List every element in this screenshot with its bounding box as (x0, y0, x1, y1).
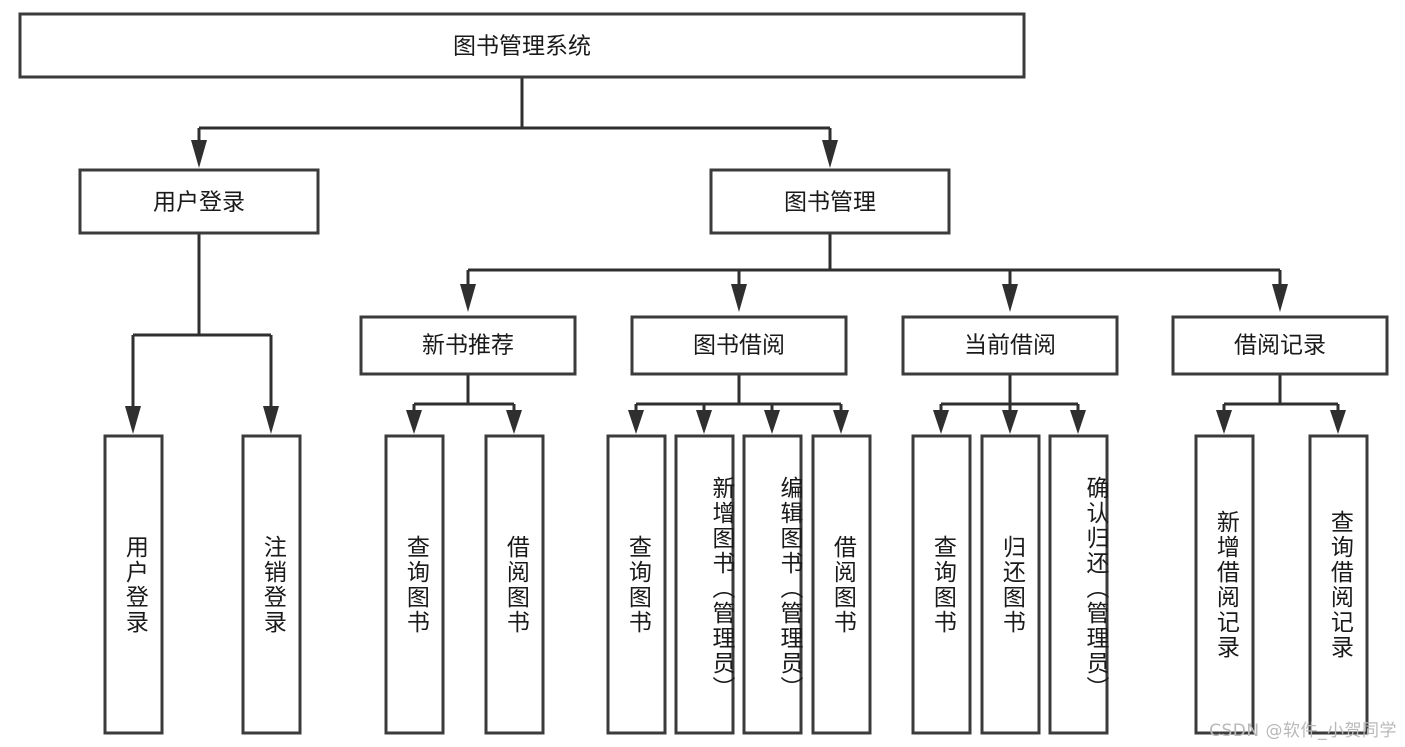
csdn-watermark: CSDN @软件_小贺同学 (1209, 721, 1397, 741)
arrowhead-leaf-user-login (125, 406, 141, 434)
node-leaf-user-login-box[interactable] (103, 434, 164, 735)
arrowhead-leaf-query-book-3 (933, 410, 949, 434)
node-book-borrow-box[interactable] (630, 315, 848, 376)
node-leaf-confirm-return-box[interactable] (1048, 434, 1109, 735)
arrowhead-leaf-add-record (1216, 410, 1232, 434)
arrowhead-leaf-query-record (1330, 410, 1346, 434)
arrowhead-user-login (191, 140, 207, 168)
arrowhead-leaf-add-book (696, 410, 712, 434)
arrowhead-leaf-borrow-book-2 (833, 410, 849, 434)
arrowhead-leaf-borrow-book-1 (506, 410, 522, 434)
node-root-box[interactable] (18, 12, 1026, 79)
arrowhead-leaf-query-book-1 (406, 410, 422, 434)
node-leaf-borrow-book-2-box[interactable] (811, 434, 872, 735)
arrowhead-leaf-return-book (1002, 410, 1018, 434)
node-user-login-box[interactable] (78, 168, 320, 235)
node-borrow-record-label: 借阅记录 (1234, 333, 1326, 359)
node-user-login-label: 用户登录 (153, 190, 245, 216)
arrowhead-leaf-confirm-return (1070, 410, 1086, 434)
node-new-book-recommend-box[interactable] (359, 315, 577, 376)
node-root-label: 图书管理系统 (453, 34, 591, 60)
arrowhead-book-borrow (731, 284, 747, 312)
arrowhead-leaf-logout-login (263, 406, 279, 434)
node-current-borrow-box[interactable] (901, 315, 1119, 376)
node-book-manage-label: 图书管理 (784, 190, 876, 216)
node-leaf-query-book-2-box[interactable] (606, 434, 667, 735)
node-leaf-borrow-book-1-box[interactable] (484, 434, 545, 735)
node-leaf-add-record-box[interactable] (1194, 434, 1255, 735)
arrowhead-book-manage (822, 140, 838, 168)
arrowhead-leaf-query-book-2 (628, 410, 644, 434)
arrowhead-new-book-recommend (460, 284, 476, 312)
node-leaf-logout-login-box[interactable] (241, 434, 302, 735)
node-leaf-query-book-1-box[interactable] (384, 434, 445, 735)
node-leaf-edit-book-box[interactable] (742, 434, 803, 735)
node-current-borrow-label: 当前借阅 (964, 333, 1056, 359)
node-book-borrow-label: 图书借阅 (693, 333, 785, 359)
arrowhead-current-borrow (1002, 284, 1018, 312)
node-group: 图书管理系统 用户登录 图书管理 新书推荐 图书借阅 当前借阅 借阅记录 (18, 12, 1389, 735)
node-leaf-query-record-box[interactable] (1308, 434, 1369, 735)
node-book-manage-box[interactable] (709, 168, 951, 235)
node-leaf-return-book-box[interactable] (980, 434, 1041, 735)
arrowhead-borrow-record (1272, 284, 1288, 312)
connector-group (125, 77, 1346, 434)
node-new-book-recommend-label: 新书推荐 (422, 333, 514, 359)
node-leaf-query-book-3-box[interactable] (911, 434, 972, 735)
node-borrow-record-box[interactable] (1171, 315, 1389, 376)
arrowhead-leaf-edit-book (764, 410, 780, 434)
node-leaf-add-book-box[interactable] (674, 434, 735, 735)
